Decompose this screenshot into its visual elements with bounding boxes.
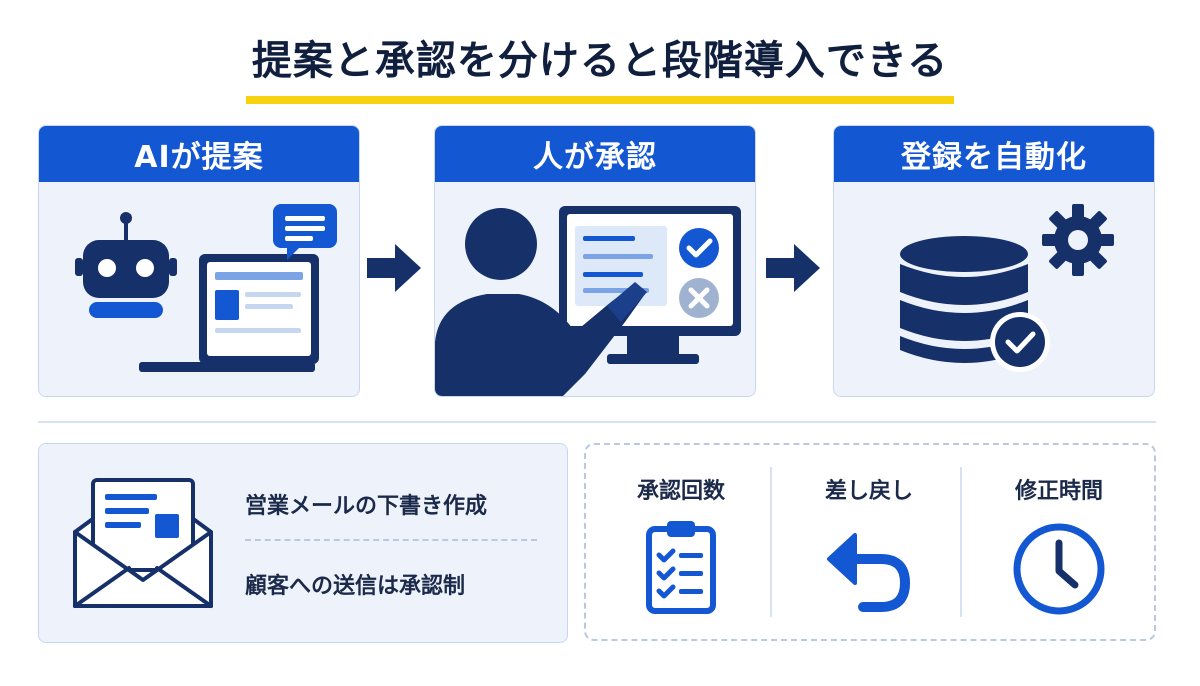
clipboard-checklist-icon [646, 521, 716, 614]
metric-separator [770, 467, 772, 617]
gear-icon [1042, 204, 1114, 276]
email-send-approval-text: 顧客への送信は承認制 [245, 574, 466, 599]
arrow-right-icon [367, 244, 421, 292]
email-draft-text: 営業メールの下書き作成 [245, 494, 488, 519]
email-dashed-separator [245, 539, 537, 541]
page-title: 提案と承認を分けると段階導入できる [245, 28, 955, 104]
arrow-right-icon [766, 244, 820, 292]
metric-approval-count-label: 承認回数 [636, 479, 725, 504]
metric-correction-time-label: 修正時間 [1014, 479, 1103, 504]
title-area: 提案と承認を分けると段階導入できる [0, 28, 1200, 104]
step-auto-registration-card: 登録を自動化 [833, 125, 1155, 397]
metric-correction-time: 修正時間 [964, 445, 1154, 643]
step-human-approval-card: 人が承認 [434, 125, 756, 397]
metric-approval-count: 承認回数 [586, 445, 776, 643]
undo-arrow-icon [827, 533, 911, 612]
clock-icon [1013, 523, 1105, 615]
step-ai-proposal-card: AIが提案 [38, 125, 360, 397]
database-gear-check-icon [900, 204, 1114, 372]
metrics-panel: 承認回数 差し戻し 修正時間 [584, 443, 1156, 641]
metric-separator [960, 467, 962, 617]
metric-send-back-label: 差し戻し [824, 479, 913, 504]
step-auto-registration-header: 登録を自動化 [834, 126, 1154, 182]
robot-laptop-icon [75, 204, 337, 372]
envelope-draft-icon [73, 478, 213, 608]
step-human-approval-header: 人が承認 [435, 126, 755, 182]
person-approval-screen-icon [435, 206, 741, 396]
email-panel: 営業メールの下書き作成 顧客への送信は承認制 [38, 443, 568, 643]
metric-send-back: 差し戻し [774, 445, 964, 643]
step-ai-proposal-header: AIが提案 [39, 126, 359, 182]
section-divider [38, 421, 1156, 423]
